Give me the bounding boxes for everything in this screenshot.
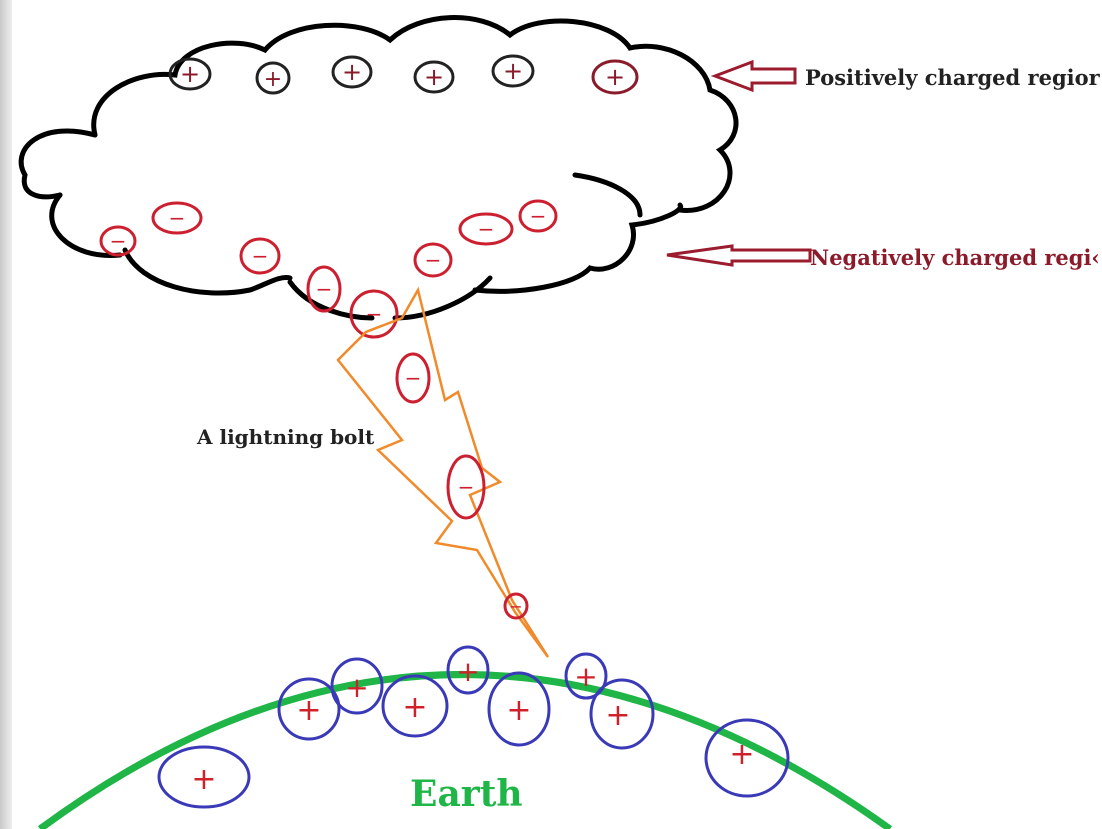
earth-plus-charge: + xyxy=(277,677,341,741)
bolt-minus-charge: − xyxy=(446,454,486,520)
svg-text:−: − xyxy=(316,277,333,301)
cloud xyxy=(18,15,739,321)
svg-text:−: − xyxy=(478,217,495,241)
svg-text:+: + xyxy=(605,63,625,91)
earth-plus-charge: + xyxy=(330,657,384,715)
svg-text:+: + xyxy=(506,693,531,728)
lightning-bolt-label: A lightning bolt xyxy=(196,425,375,449)
cloud-minus-charge: − xyxy=(306,265,342,313)
cloud-minus-charge: − xyxy=(458,212,514,246)
cloud-plus-charge: + xyxy=(331,55,373,89)
cloud-plus-charge: + xyxy=(413,60,455,94)
cloud-plus-charge: + xyxy=(591,59,639,95)
earth-positive-charges: + + + + + + + xyxy=(157,645,790,809)
cloud-minus-charge: − xyxy=(151,201,203,235)
left-edge-strip xyxy=(0,0,12,829)
bolt-minus-charge: − xyxy=(503,592,529,620)
svg-text:+: + xyxy=(402,690,427,725)
svg-text:+: + xyxy=(180,60,200,88)
cloud-minus-charge: − xyxy=(413,242,453,278)
svg-text:−: − xyxy=(458,475,475,499)
svg-text:+: + xyxy=(424,63,444,91)
cloud-plus-charge: + xyxy=(255,61,291,95)
earth-plus-charge: + xyxy=(589,678,655,750)
svg-text:−: − xyxy=(110,229,127,253)
svg-text:+: + xyxy=(729,737,754,772)
svg-text:+: + xyxy=(574,660,597,693)
earth-surface xyxy=(37,671,893,829)
svg-text:−: − xyxy=(405,366,422,390)
svg-text:+: + xyxy=(296,693,321,728)
earth-label: Earth xyxy=(410,773,523,815)
cloud-minus-charge: − xyxy=(349,289,399,339)
cloud-negative-charges: − − − − − − − xyxy=(99,199,558,339)
svg-text:+: + xyxy=(605,698,630,733)
earth-plus-charge: + xyxy=(446,645,490,695)
svg-text:−: − xyxy=(169,206,186,230)
svg-text:−: − xyxy=(425,248,442,272)
svg-text:−: − xyxy=(530,204,547,228)
svg-text:−: − xyxy=(509,597,522,616)
svg-text:+: + xyxy=(264,67,282,92)
earth-plus-charge: + xyxy=(157,745,251,809)
earth-plus-charge: + xyxy=(704,718,790,798)
svg-text:+: + xyxy=(342,58,362,86)
lightning-bolt xyxy=(336,286,550,658)
svg-text:+: + xyxy=(191,762,216,797)
svg-text:+: + xyxy=(345,671,368,704)
svg-text:+: + xyxy=(456,655,479,688)
svg-text:−: − xyxy=(252,244,269,268)
earth-plus-charge: + xyxy=(487,671,551,747)
svg-text:−: − xyxy=(366,302,383,326)
cloud-positive-charges: + + + + + + xyxy=(168,54,639,95)
arrow-negative-region xyxy=(666,244,812,267)
bolt-minus-charge: − xyxy=(395,352,431,404)
positive-region-label: Positively charged regior xyxy=(805,65,1101,90)
earth-plus-charge: + xyxy=(381,674,449,738)
cloud-plus-charge: + xyxy=(168,57,212,91)
cloud-minus-charge: − xyxy=(99,225,137,257)
cloud-minus-charge: − xyxy=(239,237,281,275)
negative-region-label: Negatively charged regi‹ xyxy=(810,245,1100,270)
cloud-minus-charge: − xyxy=(518,199,558,233)
arrow-positive-region xyxy=(710,59,797,93)
cloud-plus-charge: + xyxy=(491,54,535,88)
bolt-negative-charges: − − − xyxy=(395,352,529,620)
earth-plus-charge: + xyxy=(564,652,608,700)
svg-text:+: + xyxy=(503,57,523,85)
